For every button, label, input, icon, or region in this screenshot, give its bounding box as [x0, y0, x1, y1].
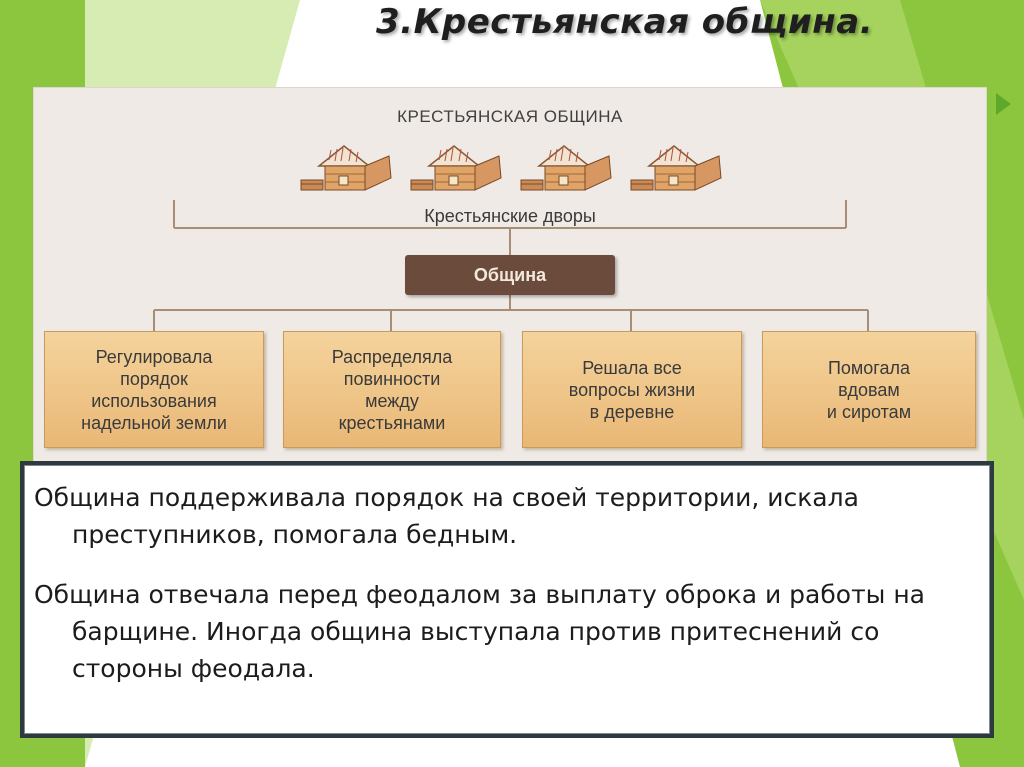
function-label: Решала все вопросы жизни в деревне	[568, 357, 696, 422]
text-panel: Община поддерживала порядок на своей тер…	[20, 461, 994, 738]
function-box-widows-orphans: Помогала вдовам и сиротам	[762, 331, 976, 448]
function-label: Помогала вдовам и сиротам	[826, 357, 912, 422]
slide-title: 3.Крестьянская община.	[376, 2, 874, 42]
paragraph-2-text: Община отвечала перед феодалом за выплат…	[34, 580, 925, 683]
paragraph-1: Община поддерживала порядок на своей тер…	[34, 479, 964, 553]
peasant-houses-illustration	[300, 145, 722, 191]
diagram-subtitle: Крестьянские дворы	[424, 206, 596, 226]
diagram-connectors	[153, 200, 869, 331]
paragraph-1-text: Община поддерживала порядок на своей тер…	[34, 483, 859, 549]
function-box-duties: Распределяла повинности между крестьянам…	[283, 331, 501, 448]
function-label: Регулировала порядок использования надел…	[81, 346, 227, 433]
community-label: Община	[473, 264, 547, 285]
community-diagram: КРЕСТЬЯНСКАЯ ОБЩИНА Крестьянские дворы О…	[33, 87, 987, 464]
function-box-village-life: Решала все вопросы жизни в деревне	[522, 331, 742, 448]
community-box: Община	[405, 255, 615, 295]
function-box-land: Регулировала порядок использования надел…	[44, 331, 264, 448]
function-label: Распределяла повинности между крестьянам…	[331, 346, 453, 433]
paragraph-2: Община отвечала перед феодалом за выплат…	[34, 576, 964, 687]
diagram-title: КРЕСТЬЯНСКАЯ ОБЩИНА	[397, 107, 623, 126]
